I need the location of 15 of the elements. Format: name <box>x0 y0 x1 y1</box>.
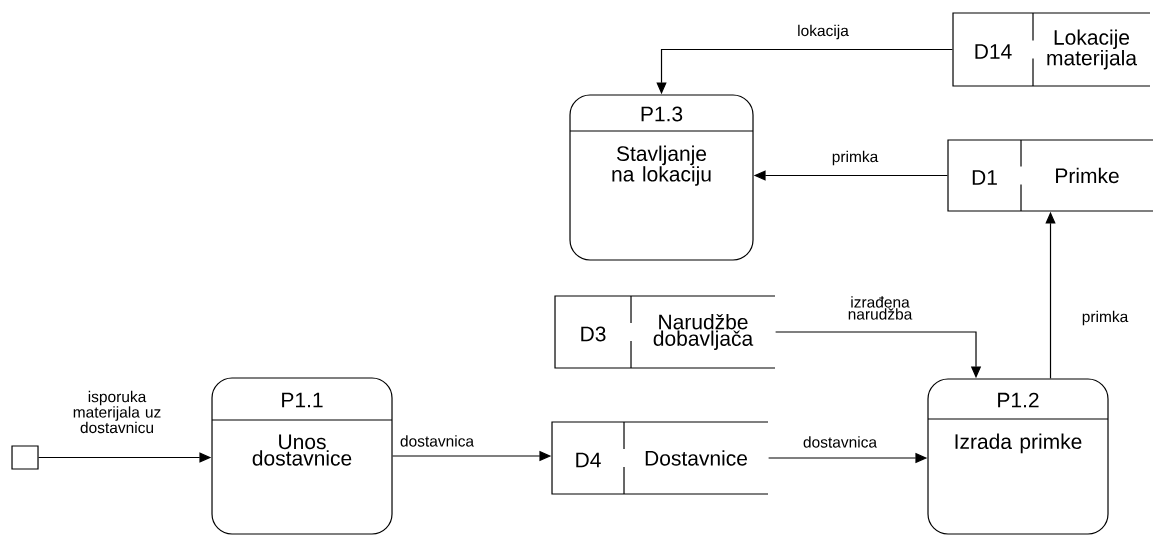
edge-label: primka <box>832 150 879 166</box>
edge-label: izrađena narudžba <box>848 296 913 320</box>
data-store: D1 Primke <box>947 139 1154 212</box>
process-box: P1.1 Unos dostavnice <box>211 377 393 535</box>
process-box: P1.3 Stavljanje na lokaciju <box>569 94 754 261</box>
data-store: D4 Dostavnice <box>551 421 769 495</box>
external-entity-box <box>11 445 39 470</box>
edge-label: dostavnica <box>400 435 475 447</box>
edge-label: isporuka materijala uz dostavnicu <box>73 390 161 434</box>
data-store: D3 Narudžbe dobavljača <box>554 295 776 369</box>
data-store: D14 Lokacije materijala <box>952 12 1151 87</box>
edge-label: dostavnica <box>803 436 878 448</box>
edge-label: primka <box>1082 310 1129 326</box>
process-box: P1.2 Izrada primke <box>927 378 1109 535</box>
edge-label: lokacija <box>798 24 849 40</box>
